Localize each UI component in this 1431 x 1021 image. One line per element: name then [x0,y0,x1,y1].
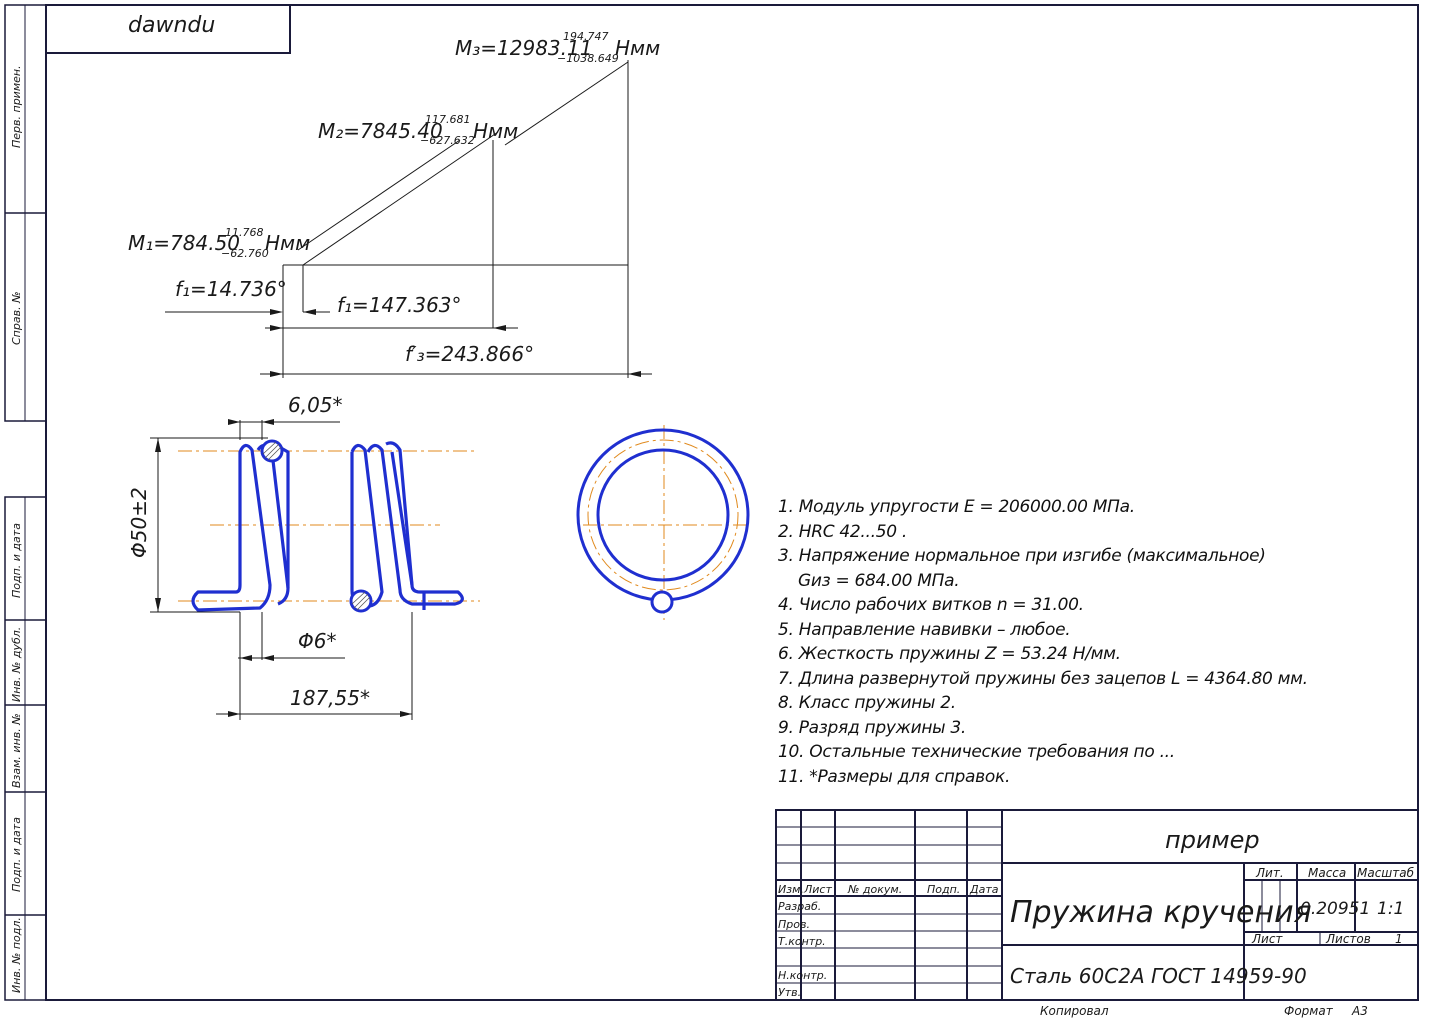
top-stamp: dawndu [128,13,215,38]
title-block [775,809,1419,1001]
m3-lower: −1038.649 [557,52,619,65]
tb-row-developer: Разраб. [778,900,821,913]
axis-lines [178,425,748,620]
tb-mass: 0.20951 [1300,899,1370,919]
tb-col-doc: № докум. [847,883,902,896]
tb-designation: пример [1165,826,1260,854]
m1-lower: −62.760 [221,247,269,260]
dimension-arrows [270,309,641,377]
tb-material: Сталь 60С2А ГОСТ 14959-90 [1010,964,1307,988]
sheet-frame [4,4,1419,1001]
angle-f3: f′₃=243.866° [405,342,534,366]
technical-notes: 1. Модуль упругости E = 206000.00 МПа. 2… [778,495,1308,789]
m3-upper: 194.747 [563,30,609,43]
angle-f1: f₁=14.736° [175,277,287,301]
tb-scale-label: Масштаб [1357,866,1415,880]
spring-dimensions [150,420,413,720]
side-label: Подп. и дата [10,817,23,892]
tb-format: А3 [1351,1004,1368,1018]
spring-dimension-labels: 6,05* Φ50±2 Φ6* 187,55* [127,393,370,710]
note-line: 5. Направление навивки – любое. [778,619,1071,640]
tb-row-ncontrol: Н.контр. [778,969,827,982]
m3-unit: Нмм [615,36,660,60]
wire-sections [260,439,373,613]
spring-end-view [576,428,750,614]
tb-sheets: 1 [1395,932,1403,946]
side-label: Инв. № подл. [10,917,23,993]
tb-copied: Копировал [1040,1004,1109,1018]
m3-main: M₃=12983.11 [455,36,592,60]
side-label: Подп. и дата [10,523,23,598]
m2-main: M₂=7845.40 [318,119,443,143]
m1-upper: 11.768 [225,226,264,239]
tb-col-list: Лист [803,883,832,896]
moment-diagram [165,60,652,378]
side-labels: Перв. примен. Справ. № Подп. и дата Инв.… [10,65,23,993]
tb-name: Пружина кручения [1010,895,1312,930]
tb-mass-label: Масса [1308,866,1346,880]
dim-diameter: Φ50±2 [127,487,151,558]
moment-labels: M₃=12983.11 194.747 −1038.649 Нмм M₂=784… [128,30,660,366]
m1-main: M₁=784.50 [128,231,240,255]
tb-row-checker: Пров. [778,918,810,931]
note-line: 7. Длина развернутой пружины без зацепов… [778,668,1308,689]
tb-sheet-label: Лист [1251,932,1283,946]
m2-lower: −627.632 [420,134,475,147]
note-line: 8. Класс пружины 2. [778,693,956,713]
tb-lit-label: Лит. [1255,866,1284,880]
title-block-text: пример Пружина кручения Сталь 60С2А ГОСТ… [778,826,1415,1018]
tb-format-label: Формат [1284,1004,1334,1018]
spring-dimension-arrows [155,419,412,717]
tb-col-date: Дата [969,883,999,896]
note-line: 2. HRC 42...50 . [778,521,907,542]
m2-upper: 117.681 [425,113,471,126]
side-label: Взам. инв. № [10,713,23,788]
note-line: 3. Напряжение нормальное при изгибе (мак… [778,546,1266,566]
note-line: 4. Число рабочих витков n = 31.00. [778,595,1084,615]
side-label: Справ. № [10,291,23,345]
note-line: 10. Остальные технические требования по … [778,742,1175,762]
note-line: 6. Жесткость пружины Z = 53.24 Н/мм. [778,644,1121,664]
tb-row-tcontrol: Т.контр. [778,935,826,948]
m2-unit: Нмм [473,119,518,143]
note-line: 11. *Размеры для справок. [778,766,1011,787]
dim-wire: Φ6* [298,629,336,653]
note-line: 9. Разряд пружины 3. [778,717,966,738]
dim-length: 187,55* [290,686,370,710]
note-line: Gиз = 684.00 МПа. [798,570,960,591]
m1-unit: Нмм [265,231,310,255]
side-label: Перв. примен. [10,65,23,148]
spring-side-view [191,441,464,612]
tb-sheets-label: Листов [1325,932,1371,946]
tb-row-approved: Утв. [778,986,801,999]
tb-col-izm: Изм. [778,883,804,896]
dim-pitch: 6,05* [288,393,343,417]
tb-col-sign: Подп. [927,883,960,896]
note-line: 1. Модуль упругости E = 206000.00 МПа. [778,497,1135,517]
angle-f2: f₁=147.363° [337,293,462,317]
tb-scale: 1:1 [1377,899,1404,919]
side-label: Инв. № дубл. [10,627,23,702]
